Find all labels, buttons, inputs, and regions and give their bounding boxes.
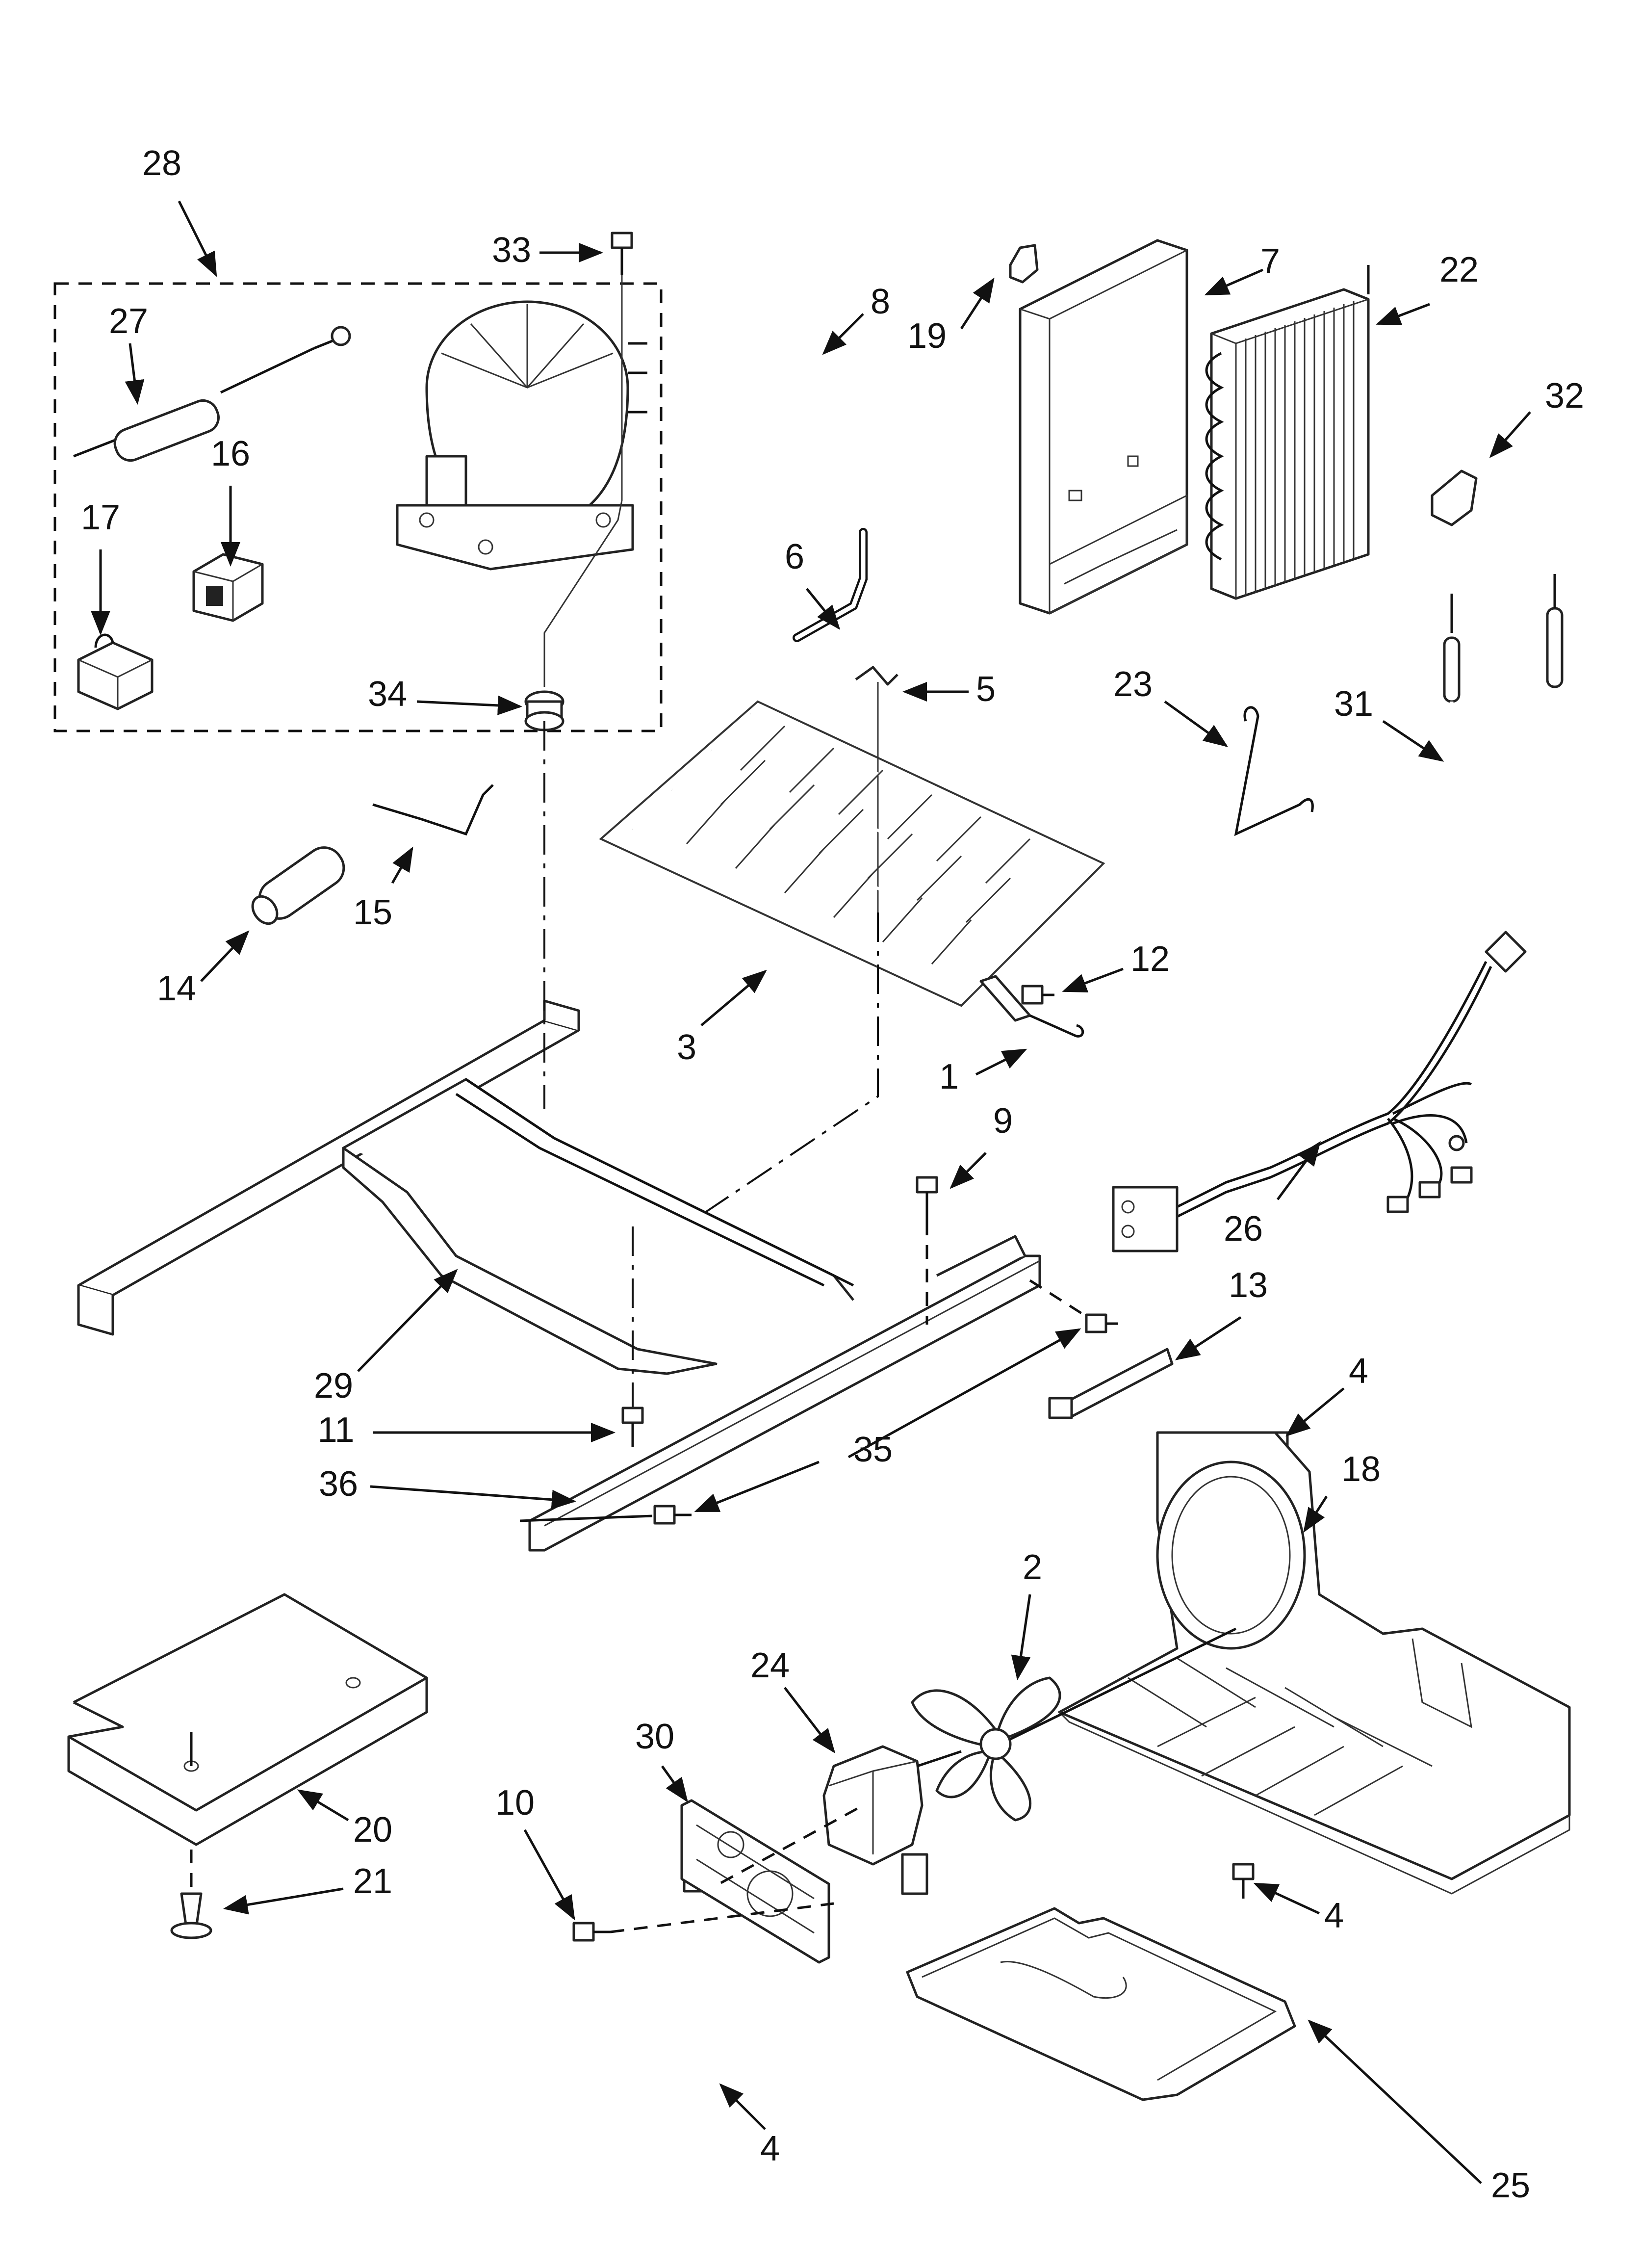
clip-19-part xyxy=(1009,244,1039,284)
tube-8-part xyxy=(685,341,865,525)
screw-4b-part xyxy=(1232,1863,1255,1899)
callout-6: 6 xyxy=(785,537,804,576)
evaporator-cover-part xyxy=(1019,239,1188,615)
callout-3: 3 xyxy=(677,1028,696,1067)
cable-tie-part xyxy=(1048,1348,1174,1419)
callout-30: 30 xyxy=(635,1717,674,1756)
callout-9: 9 xyxy=(993,1101,1013,1141)
callout-34: 34 xyxy=(368,675,407,714)
fan-blade-part xyxy=(911,1627,1237,1822)
callout-36: 36 xyxy=(319,1464,358,1504)
screw-35a-part xyxy=(1085,1313,1118,1333)
callout-4-bottom: 4 xyxy=(760,2129,780,2168)
heater-3-part xyxy=(599,700,1105,1007)
tube-6-part xyxy=(793,528,868,642)
evaporator-part xyxy=(1205,265,1370,600)
rail-29-part xyxy=(77,999,854,1375)
screw-35b-part xyxy=(653,1505,692,1525)
push-pin-part xyxy=(170,1892,212,1939)
drain-pan-part xyxy=(906,1907,1296,2101)
callout-17: 17 xyxy=(81,498,120,537)
drier-part xyxy=(73,326,351,462)
relay-part xyxy=(192,553,264,622)
callout-23: 23 xyxy=(1113,665,1153,704)
compressor-kit-boundary xyxy=(53,282,663,732)
leader-lines xyxy=(91,200,1531,2184)
callout-20: 20 xyxy=(353,1810,392,1850)
callout-12: 12 xyxy=(1130,939,1170,979)
overload-part xyxy=(77,633,154,710)
wire-harness-part xyxy=(1112,931,1527,1252)
clip-15-part xyxy=(372,784,494,836)
callout-13: 13 xyxy=(1229,1266,1268,1305)
callout-4-top: 4 xyxy=(1349,1352,1368,1391)
callout-7: 7 xyxy=(1260,242,1280,281)
screw-10-part xyxy=(572,1922,611,1942)
callout-33: 33 xyxy=(492,231,531,270)
callout-14: 14 xyxy=(157,969,196,1008)
screw-11-part xyxy=(621,1407,644,1447)
bolt-33-part xyxy=(543,232,633,687)
callout-31: 31 xyxy=(1334,684,1373,724)
compressor-part xyxy=(396,300,647,571)
callout-labels: 28 33 27 16 17 34 8 6 5 7 19 22 32 23 31… xyxy=(81,144,1584,2205)
callout-32: 32 xyxy=(1545,376,1584,416)
callout-4-mid: 4 xyxy=(1324,1896,1344,1935)
callout-35: 35 xyxy=(853,1430,893,1469)
cover-panel-part xyxy=(67,1593,428,1846)
callout-29: 29 xyxy=(314,1366,353,1406)
fan-shroud-part xyxy=(1058,1431,1571,1895)
callout-11: 11 xyxy=(318,1410,355,1450)
motor-bracket-part xyxy=(680,1799,830,1964)
callout-27: 27 xyxy=(109,302,148,341)
callout-2: 2 xyxy=(1023,1548,1042,1587)
callout-25: 25 xyxy=(1491,2166,1530,2205)
callout-26: 26 xyxy=(1224,1209,1263,1249)
bracket-12-part xyxy=(979,975,1084,1038)
callout-19: 19 xyxy=(907,316,947,356)
clip-5-part xyxy=(855,666,898,686)
callout-8: 8 xyxy=(871,282,890,321)
bracket-32-part xyxy=(1431,469,1478,526)
callout-1: 1 xyxy=(939,1057,959,1096)
hanger-23-part xyxy=(1234,706,1314,836)
capillary-tube-part xyxy=(1440,574,1564,836)
callout-16: 16 xyxy=(211,434,250,473)
grommet-part xyxy=(524,690,564,731)
callout-5: 5 xyxy=(976,670,996,709)
fan-motor-part xyxy=(822,1745,962,1895)
callout-22: 22 xyxy=(1439,250,1479,289)
callout-18: 18 xyxy=(1341,1450,1381,1489)
callout-24: 24 xyxy=(750,1646,790,1685)
tube-14-part xyxy=(251,846,345,925)
callout-10: 10 xyxy=(495,1783,535,1823)
callout-21: 21 xyxy=(353,1862,392,1901)
callout-28: 28 xyxy=(142,144,181,183)
callout-15: 15 xyxy=(353,893,392,932)
screw-9-part xyxy=(916,1176,938,1222)
